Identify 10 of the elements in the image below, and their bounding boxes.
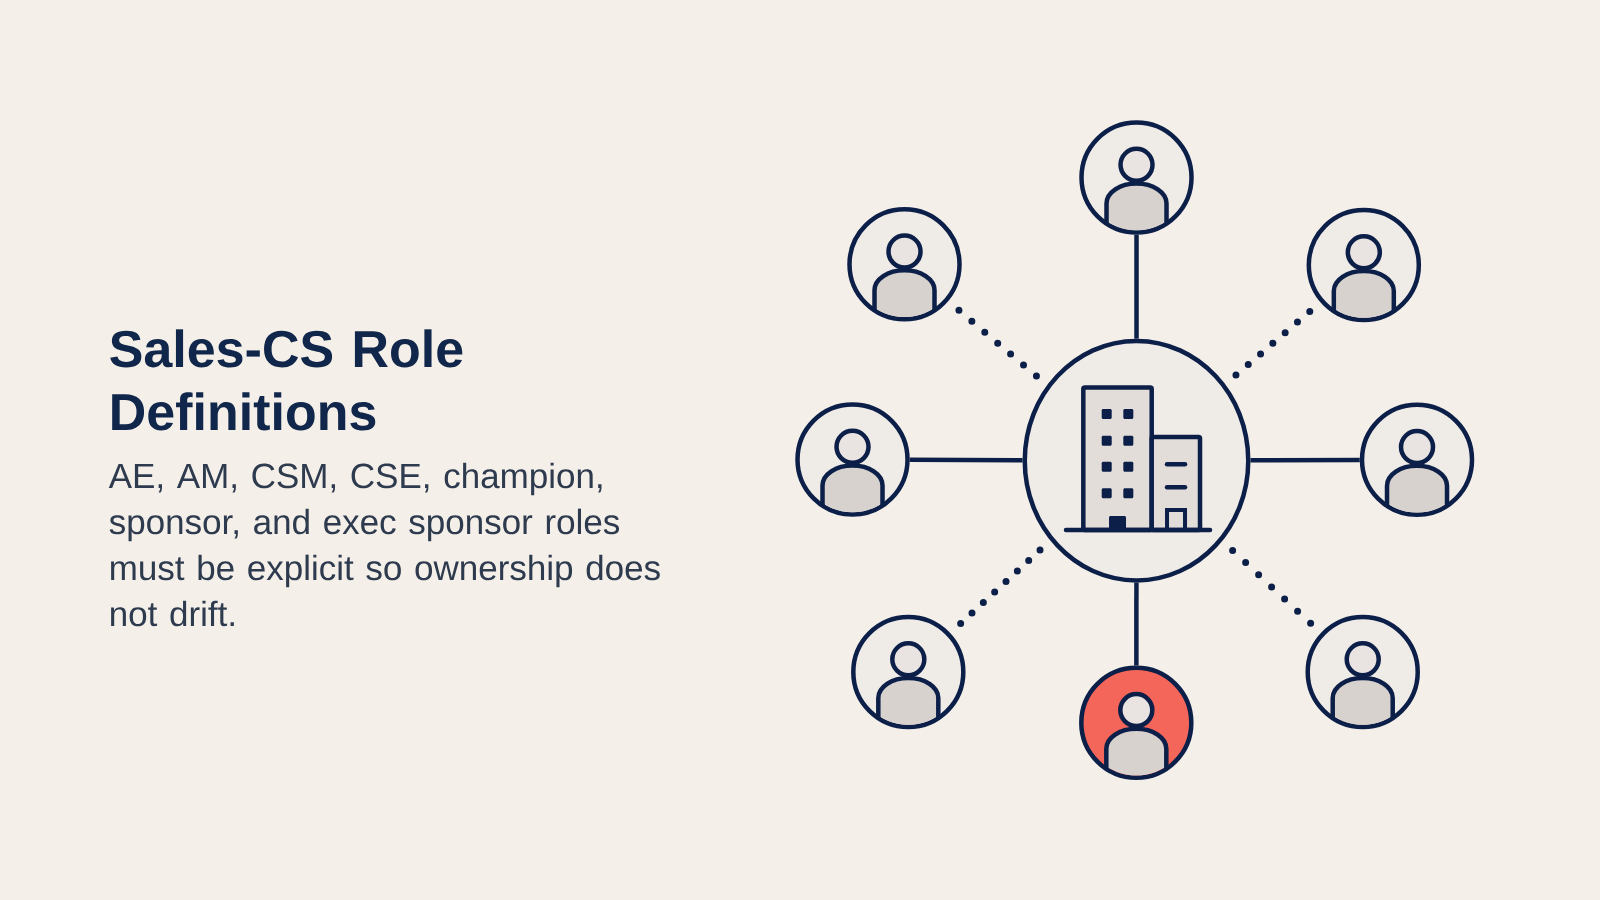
connector-line <box>909 457 1023 463</box>
dotted-line <box>1232 308 1314 379</box>
body-text: AE, AM, CSM, CSE, champion, sponsor, and exec sponsor roles must be explicit so ownership does not drift. <box>108 462 660 627</box>
dotted-line <box>957 546 1044 628</box>
connector-line <box>1250 457 1360 463</box>
heading: Sales-CS Role Definitions <box>110 329 463 431</box>
dotted-line <box>955 306 1040 380</box>
dotted-line <box>1229 547 1315 627</box>
connector-line <box>1134 582 1139 666</box>
connector-line <box>1134 234 1139 339</box>
